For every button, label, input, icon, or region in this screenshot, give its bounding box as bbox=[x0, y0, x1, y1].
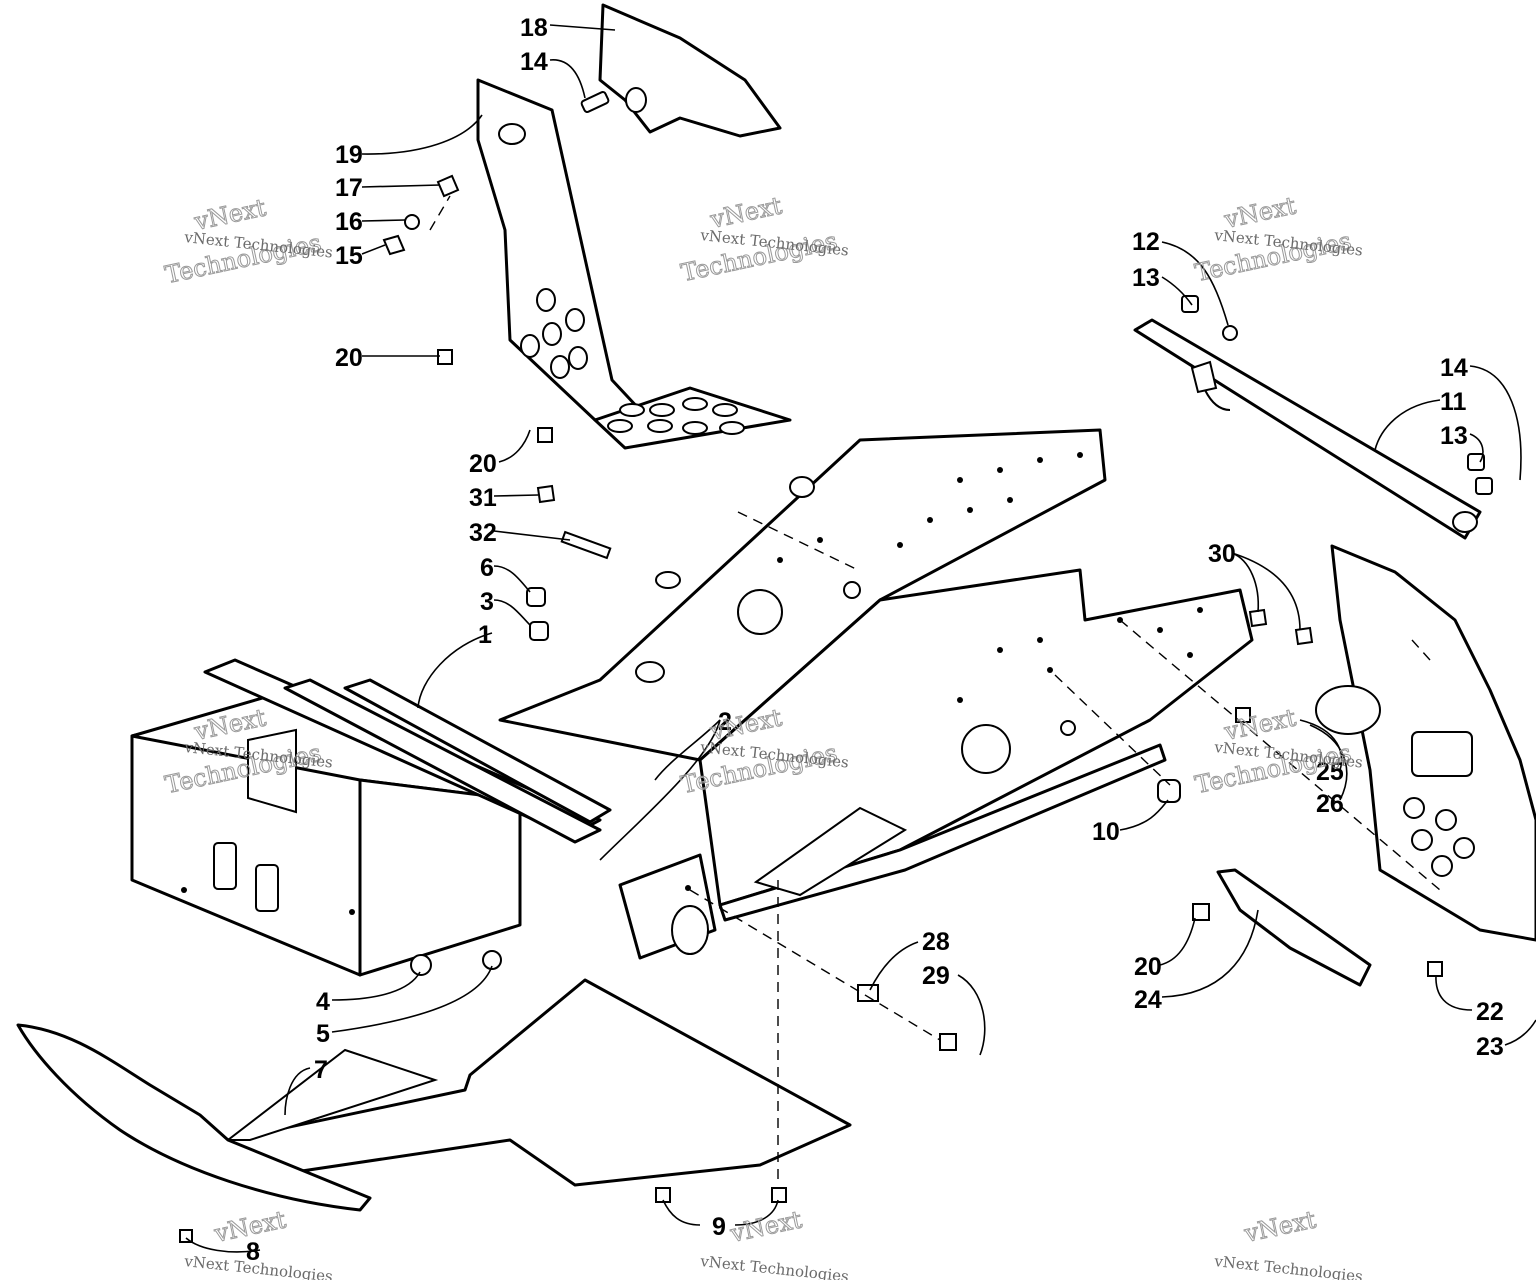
leader-lines bbox=[185, 24, 1536, 1253]
callout-12: 12 bbox=[1132, 228, 1160, 256]
callout-11: 11 bbox=[1440, 388, 1467, 416]
callout-24: 24 bbox=[1134, 986, 1162, 1014]
callout-18: 18 bbox=[520, 14, 548, 42]
fasteners bbox=[179, 91, 1493, 1243]
callout-22: 22 bbox=[1476, 998, 1504, 1026]
callout-20: 20 bbox=[1134, 953, 1162, 981]
callout-31: 31 bbox=[469, 484, 497, 512]
chassis-frame bbox=[130, 428, 1254, 977]
callout-7: 7 bbox=[314, 1056, 328, 1084]
callout-8: 8 bbox=[246, 1238, 260, 1266]
callout-2: 2 bbox=[718, 708, 732, 736]
callout-32: 32 bbox=[469, 519, 497, 547]
steering-arm-11 bbox=[1133, 318, 1482, 540]
watermark-big-15: vNext bbox=[1241, 1205, 1319, 1248]
callout-20: 20 bbox=[335, 344, 363, 372]
console-piece-18 bbox=[598, 3, 782, 138]
belly-pan-7 bbox=[225, 978, 852, 1187]
callout-29: 29 bbox=[922, 962, 950, 990]
callout-13: 13 bbox=[1440, 422, 1468, 450]
callout-6: 6 bbox=[480, 554, 494, 582]
spoiler-8 bbox=[16, 1023, 372, 1212]
callout-15: 15 bbox=[335, 242, 363, 270]
bracket-24 bbox=[1216, 868, 1372, 987]
callout-1: 1 bbox=[478, 621, 492, 649]
callout-25: 25 bbox=[1316, 758, 1344, 786]
callout-16: 16 bbox=[335, 208, 363, 236]
callout-5: 5 bbox=[316, 1020, 330, 1048]
callout-30: 30 bbox=[1208, 540, 1236, 568]
callout-labels: 18 14 19 17 16 15 20 20 31 32 6 3 1 2 4 … bbox=[246, 14, 1504, 1266]
callout-14: 14 bbox=[520, 48, 548, 76]
steering-support-19 bbox=[476, 78, 792, 450]
callout-28: 28 bbox=[922, 928, 950, 956]
callout-10: 10 bbox=[1092, 818, 1120, 846]
callout-20: 20 bbox=[469, 450, 497, 478]
assembly-lines bbox=[429, 195, 1441, 1185]
watermark-small-9: vNext Technologies bbox=[1213, 1252, 1364, 1280]
callout-9: 9 bbox=[712, 1213, 726, 1241]
callout-26: 26 bbox=[1316, 790, 1344, 818]
callout-4: 4 bbox=[316, 988, 330, 1016]
callout-17: 17 bbox=[335, 174, 363, 202]
front-bumper bbox=[1315, 544, 1536, 942]
callout-3: 3 bbox=[480, 588, 494, 616]
callout-19: 19 bbox=[335, 141, 363, 169]
callout-23: 23 bbox=[1476, 1033, 1504, 1061]
watermark-big-14: vNext bbox=[727, 1205, 805, 1248]
callout-13: 13 bbox=[1132, 264, 1160, 292]
callout-14: 14 bbox=[1440, 354, 1468, 382]
watermark-small-8: vNext Technologies bbox=[699, 1252, 850, 1280]
